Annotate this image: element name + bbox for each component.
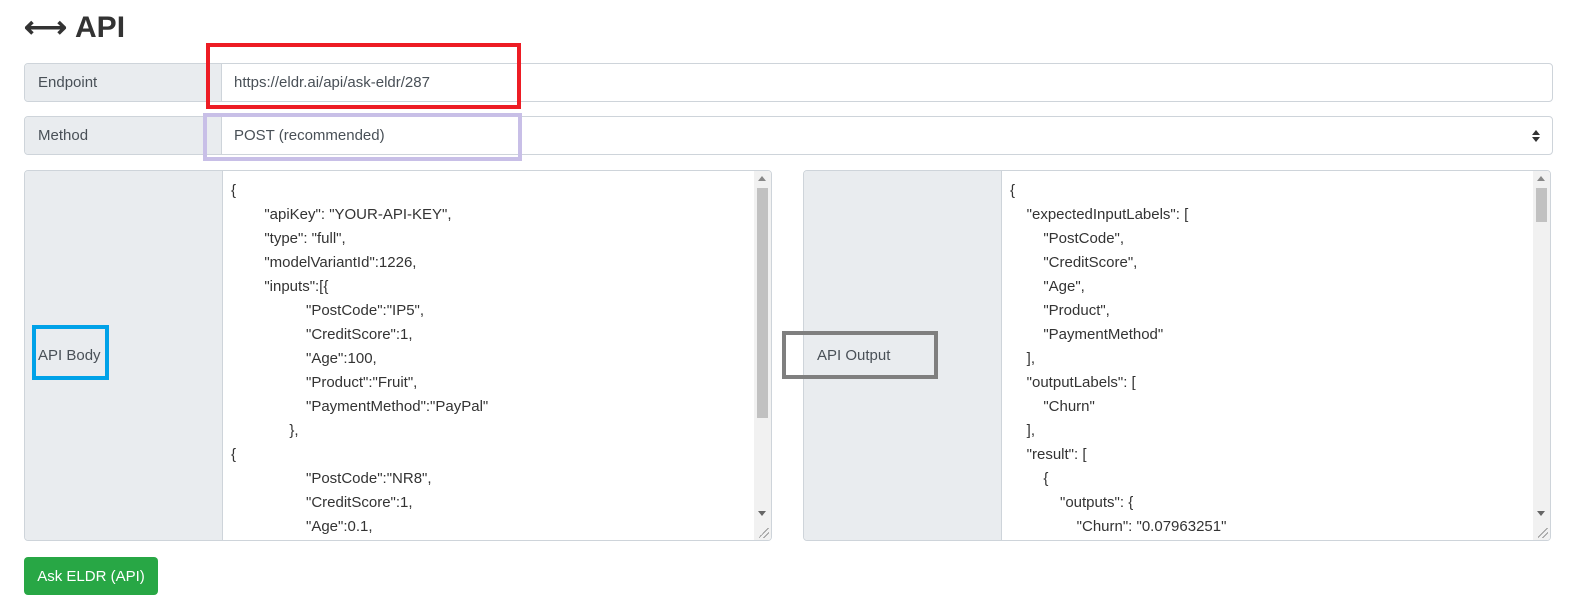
page-title-text: API — [75, 10, 126, 44]
api-output-panel: API Output { "expectedInputLabels": [ "P… — [803, 170, 1551, 541]
api-body-scrollbar[interactable] — [754, 171, 771, 540]
method-select[interactable]: POST (recommended) — [222, 117, 1552, 154]
resize-grip-icon[interactable] — [1538, 528, 1548, 538]
scroll-down-icon[interactable] — [758, 511, 766, 516]
scrollbar-thumb[interactable] — [1536, 188, 1547, 222]
scroll-up-icon[interactable] — [758, 176, 766, 181]
api-output-textarea[interactable]: { "expectedInputLabels": [ "PostCode", "… — [1002, 171, 1550, 540]
scroll-down-icon[interactable] — [1537, 511, 1545, 516]
api-body-label: API Body — [25, 171, 223, 540]
method-label: Method — [25, 117, 222, 154]
api-output-scrollbar[interactable] — [1533, 171, 1550, 540]
scrollbar-thumb[interactable] — [757, 188, 768, 418]
endpoint-label: Endpoint — [25, 64, 222, 101]
method-row: Method POST (recommended) — [24, 116, 1553, 155]
api-output-label: API Output — [804, 171, 1002, 540]
ask-eldr-api-button[interactable]: Ask ELDR (API) — [24, 557, 158, 595]
api-body-panel: API Body { "apiKey": "YOUR-API-KEY", "ty… — [24, 170, 772, 541]
scroll-up-icon[interactable] — [1537, 176, 1545, 181]
select-updown-icon — [1532, 129, 1540, 142]
endpoint-row: Endpoint https://eldr.ai/api/ask-eldr/28… — [24, 63, 1553, 102]
method-select-value: POST (recommended) — [234, 127, 385, 144]
resize-grip-icon[interactable] — [759, 528, 769, 538]
page-title: ⟷ API — [24, 10, 125, 45]
left-right-arrow-icon: ⟷ — [24, 11, 68, 44]
api-body-textarea[interactable]: { "apiKey": "YOUR-API-KEY", "type": "ful… — [223, 171, 771, 540]
endpoint-input[interactable]: https://eldr.ai/api/ask-eldr/287 — [234, 74, 430, 91]
